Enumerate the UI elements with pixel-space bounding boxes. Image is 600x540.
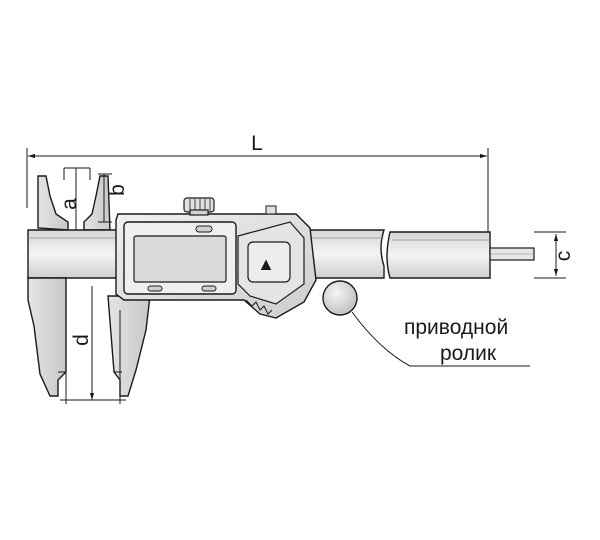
dimension-l: [26, 148, 489, 232]
dimension-b: [98, 173, 112, 223]
small-button-right-icon: [201, 285, 217, 292]
lower-jaws: [27, 277, 151, 397]
label-d: d: [70, 334, 93, 346]
lock-screw-icon: [195, 225, 213, 233]
label-b: b: [106, 184, 129, 196]
fixed-lower-jaw: [27, 277, 67, 397]
leader-line: [351, 311, 530, 367]
slider-body: [115, 205, 317, 319]
small-button-left-icon: [147, 285, 163, 292]
callout-leader: [351, 311, 530, 367]
housing-tab: [265, 205, 277, 215]
callout-line-2: ролик: [440, 342, 497, 365]
beam-right: [386, 231, 491, 279]
roller-wheel: [322, 280, 358, 316]
slider-lower-jaw: [107, 295, 151, 397]
lcd-screen: [133, 235, 227, 283]
dimension-c: [534, 231, 566, 279]
label-c: c: [552, 251, 575, 262]
depth-rod: [489, 247, 535, 261]
zero-button-symbol-icon: ▲: [257, 254, 275, 274]
drive-roller: [322, 280, 358, 316]
callout-line-1: приводной: [404, 316, 508, 339]
zero-button-frame: [247, 241, 291, 283]
label-l: L: [251, 132, 263, 155]
fixed-upper-jaw: [37, 175, 69, 231]
dimension-d: [60, 286, 126, 404]
label-a: a: [58, 198, 81, 210]
thumb-screw: [183, 197, 215, 216]
